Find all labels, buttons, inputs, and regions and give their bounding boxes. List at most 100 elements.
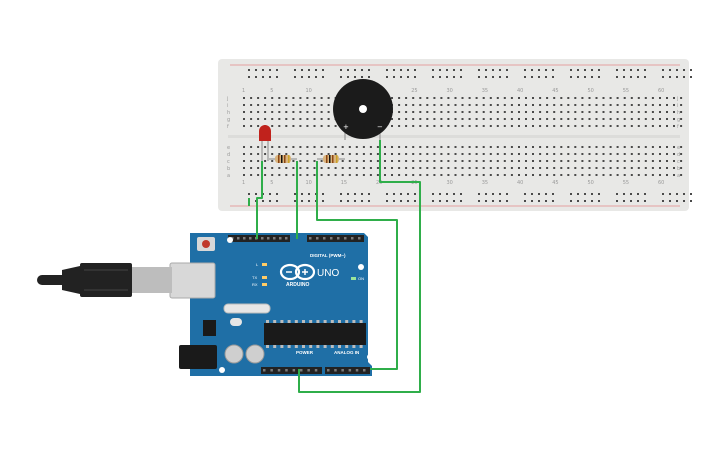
breadboard-hole <box>553 174 556 176</box>
power-header <box>261 367 322 374</box>
breadboard-hole <box>673 167 675 169</box>
breadboard-hole <box>264 118 267 120</box>
breadboard-hole <box>623 174 626 176</box>
breadboard-hole <box>525 125 527 127</box>
breadboard-hole <box>659 97 661 99</box>
rail-hole <box>368 69 370 71</box>
wire-buzzer-to-5v[interactable] <box>298 140 421 393</box>
rail-hole <box>262 69 264 71</box>
breadboard-hole <box>496 146 499 148</box>
capacitor-2 <box>245 344 265 364</box>
breadboard-hole <box>461 167 464 169</box>
header-pin <box>270 369 273 372</box>
breadboard-hole <box>496 111 499 113</box>
breadboard-hole <box>637 118 640 120</box>
breadboard-hole <box>510 104 513 106</box>
wire-led-to-gnd[interactable] <box>256 161 263 239</box>
breadboard-hole <box>426 146 429 148</box>
breadboard-hole <box>250 153 253 155</box>
breadboard-hole <box>532 118 534 120</box>
breadboard-hole <box>320 174 323 176</box>
breadboard-hole <box>503 167 506 169</box>
breadboard-hole <box>384 167 386 169</box>
breadboard-hole <box>285 167 288 169</box>
breadboard-hole <box>250 160 253 162</box>
breadboard-hole <box>334 153 337 155</box>
breadboard-hole <box>454 146 457 148</box>
breadboard-hole <box>532 160 534 162</box>
chip-pin <box>345 345 349 348</box>
breadboard-hole <box>532 97 534 99</box>
header-pin <box>358 237 361 240</box>
breadboard-hole <box>659 160 661 162</box>
breadboard-hole <box>595 153 598 155</box>
chip-pin <box>273 320 277 323</box>
breadboard-hole <box>250 97 253 99</box>
breadboard-hole <box>489 97 492 99</box>
rail-hole <box>598 69 600 71</box>
breadboard-hole <box>264 104 267 106</box>
rail-hole <box>630 193 632 195</box>
row-letter: g <box>677 117 680 123</box>
rail-hole <box>637 76 639 78</box>
header-pin <box>323 237 326 240</box>
breadboard-hole <box>574 125 577 127</box>
breadboard-hole <box>468 125 471 127</box>
breadboard-hole <box>412 160 415 162</box>
rail-hole <box>492 76 494 78</box>
breadboard-hole <box>264 146 267 148</box>
tx-led <box>262 276 267 279</box>
breadboard-hole <box>271 97 274 99</box>
breadboard-hole <box>482 174 485 176</box>
rail-hole <box>669 69 671 71</box>
resistor-1[interactable] <box>269 155 297 163</box>
breadboard-hole <box>539 174 542 176</box>
breadboard-hole <box>532 111 534 113</box>
chip-pin <box>273 345 277 348</box>
breadboard-hole <box>264 153 267 155</box>
breadboard-hole <box>264 167 267 169</box>
rail-hole <box>248 193 250 195</box>
rail-hole <box>393 76 395 78</box>
breadboard-hole <box>398 111 401 113</box>
column-number: 60 <box>658 88 664 94</box>
atmega-chip <box>264 323 366 345</box>
rail-hole <box>446 193 448 195</box>
breadboard-hole <box>560 167 563 169</box>
board-model-label: UNO <box>317 268 339 279</box>
usb-cable[interactable] <box>37 263 172 297</box>
chip-pin <box>359 320 363 323</box>
breadboard-hole <box>574 118 577 120</box>
breadboard-hole <box>440 111 443 113</box>
breadboard-hole <box>567 104 570 106</box>
column-number: 35 <box>482 88 488 94</box>
row-letter: d <box>677 152 680 158</box>
breadboard-hole <box>510 111 513 113</box>
breadboard-hole <box>327 97 330 99</box>
power-label: POWER <box>296 350 314 355</box>
breadboard-hole <box>327 111 330 113</box>
breadboard-hole <box>482 118 485 120</box>
red-led[interactable] <box>259 125 271 161</box>
breadboard-hole <box>574 146 577 148</box>
breadboard-hole <box>398 160 401 162</box>
resistor-1-band <box>284 155 286 163</box>
rail-hole <box>570 193 572 195</box>
rail-hole <box>315 69 317 71</box>
breadboard-hole <box>651 104 654 106</box>
wire-resistor2-to-a[interactable] <box>316 161 398 370</box>
rail-hole <box>432 200 434 202</box>
rail-hole <box>577 76 579 78</box>
rail-hole <box>545 200 547 202</box>
rail-hole <box>308 69 310 71</box>
row-letter: b <box>677 166 680 172</box>
breadboard-hole <box>539 104 542 106</box>
breadboard-hole <box>666 167 668 169</box>
piezo-buzzer[interactable]: + − <box>333 79 393 140</box>
breadboard-hole <box>306 174 309 176</box>
resistor-2[interactable] <box>317 155 345 163</box>
breadboard-hole <box>292 167 295 169</box>
arduino-uno-board[interactable]: ARDUINO UNO DIGITAL (PWM~) POWER ANALOG … <box>169 233 373 376</box>
breadboard-hole <box>461 146 464 148</box>
breadboard-hole <box>637 97 640 99</box>
